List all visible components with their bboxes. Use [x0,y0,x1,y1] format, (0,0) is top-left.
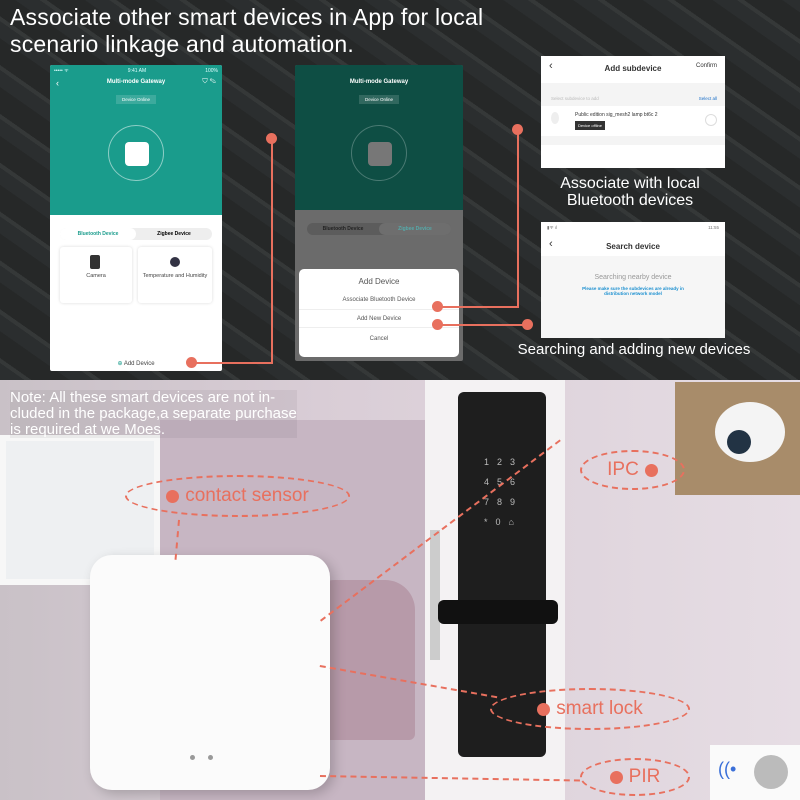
thermometer-icon [170,257,180,267]
card-label: Camera [86,273,106,279]
status-time: 9:41 AM [127,68,147,74]
label-text: IPC [607,459,639,480]
cancel-option[interactable]: Cancel [299,327,459,349]
disclaimer-note: Note: All these smart devices are not in… [10,390,297,438]
label-smart-lock: smart lock [490,688,690,730]
caption-line: Bluetooth devices [566,192,694,209]
label-text: smart lock [556,698,643,719]
headline-line: Associate other smart devices in App for… [10,4,484,30]
confirm-button[interactable]: Confirm [695,63,717,69]
device-card-camera[interactable]: Camera [60,247,132,303]
connector-dot [266,133,277,144]
camera-inset [675,382,800,495]
searching-note: Please make sure the subdevices are alre… [582,286,684,296]
search-device-screen: ▮ᯤ ıl 11:55 ‹ Search device Searching ne… [541,222,725,338]
connector-dot [432,319,443,330]
device-card-temperature[interactable]: Temperature and Humidity [138,247,212,303]
add-device-sheet: Add Device Associate Bluetooth Device Ad… [299,269,459,357]
headline-line: scenario linkage and automation. [10,31,354,57]
bulb-icon [551,112,559,124]
add-new-device-option[interactable]: Add New Device [299,309,459,327]
card-label: Temperature and Humidity [142,273,208,279]
note-line: cluded in the package,a separate purchas… [10,405,297,422]
screen-title: Multi-mode Gateway [106,79,166,85]
screen-title: Multi-mode Gateway [349,79,409,85]
tab-zigbee[interactable]: Zigbee Device [379,223,451,235]
lock-handle [438,600,558,624]
device-tabs: Bluetooth Device Zigbee Device [307,223,451,235]
pir-inset: ((• [710,745,800,800]
select-all-link[interactable]: Select all [698,96,717,101]
subdevice-name: Public edition sig_mesh2 lamp bt6c 2 [575,112,658,118]
label-text: contact sensor [185,485,309,506]
connector-dot [186,357,197,368]
back-icon[interactable]: ‹ [549,60,553,72]
caption-line: Associate with local [560,175,700,192]
phone-add-device-screen: Multi-mode Gateway Device Online Bluetoo… [295,65,463,361]
associate-bluetooth-option[interactable]: Associate Bluetooth Device [342,297,416,303]
label-text: PIR [628,766,661,787]
back-icon[interactable]: ‹ [549,238,553,250]
hint-text: Select subdevice to add [551,96,599,101]
tab-bluetooth[interactable]: Bluetooth Device [322,226,364,232]
note-line: is required at we Moes. [10,421,166,438]
connector-dot [512,124,523,135]
caption-searching: Searching and adding new devices [517,341,751,358]
app-section: Associate other smart devices in App for… [0,0,800,380]
tab-zigbee[interactable]: Zigbee Device [157,231,191,237]
device-tabs: Bluetooth Device Zigbee Device [60,228,212,240]
searching-text: Searching nearby device [594,274,672,281]
plus-circle-icon: ⊕ [117,361,123,367]
screen-title: Search device [606,242,660,251]
gateway-hub-image [90,555,330,790]
select-radio[interactable] [705,114,717,126]
tab-bluetooth[interactable]: Bluetooth Device [60,228,136,240]
add-subdevice-screen: ‹ Add subdevice Confirm Select subdevice… [541,56,725,168]
gateway-icon [108,125,164,181]
offline-badge: Device offline [575,121,605,130]
status-battery: 100% [205,68,218,74]
sheet-title: Add Device [358,277,400,286]
connector-dot [522,319,533,330]
label-pir: PIR [580,758,690,796]
status-badge: Device Online [358,95,400,104]
connector-dot [432,301,443,312]
note-line: Note: All these smart devices are not in… [10,389,276,406]
status-badge: Device Online [115,95,157,104]
add-device-button[interactable]: ⊕ Add Device [50,360,222,367]
screen-title: Add subdevice [604,64,662,73]
camera-icon [90,255,100,269]
pir-sensor-icon [754,755,788,789]
edit-icon[interactable]: ⛉ ✎ [202,78,216,85]
headline: Associate other smart devices in App for… [10,4,483,58]
label-ipc: IPC [580,450,685,490]
status-signal: ••••• ᯤ [54,68,69,74]
add-device-label: Add Device [123,361,155,367]
gateway-icon [351,125,407,181]
label-contact-sensor: contact sensor [125,475,350,517]
subdevice-row[interactable]: Public edition sig_mesh2 lamp bt6c 2 Dev… [541,106,725,136]
status-time: 11:55 [708,225,719,230]
ipc-camera-icon [715,402,785,462]
wireless-icon: ((• [718,759,737,779]
back-icon[interactable]: ‹ [56,78,59,88]
